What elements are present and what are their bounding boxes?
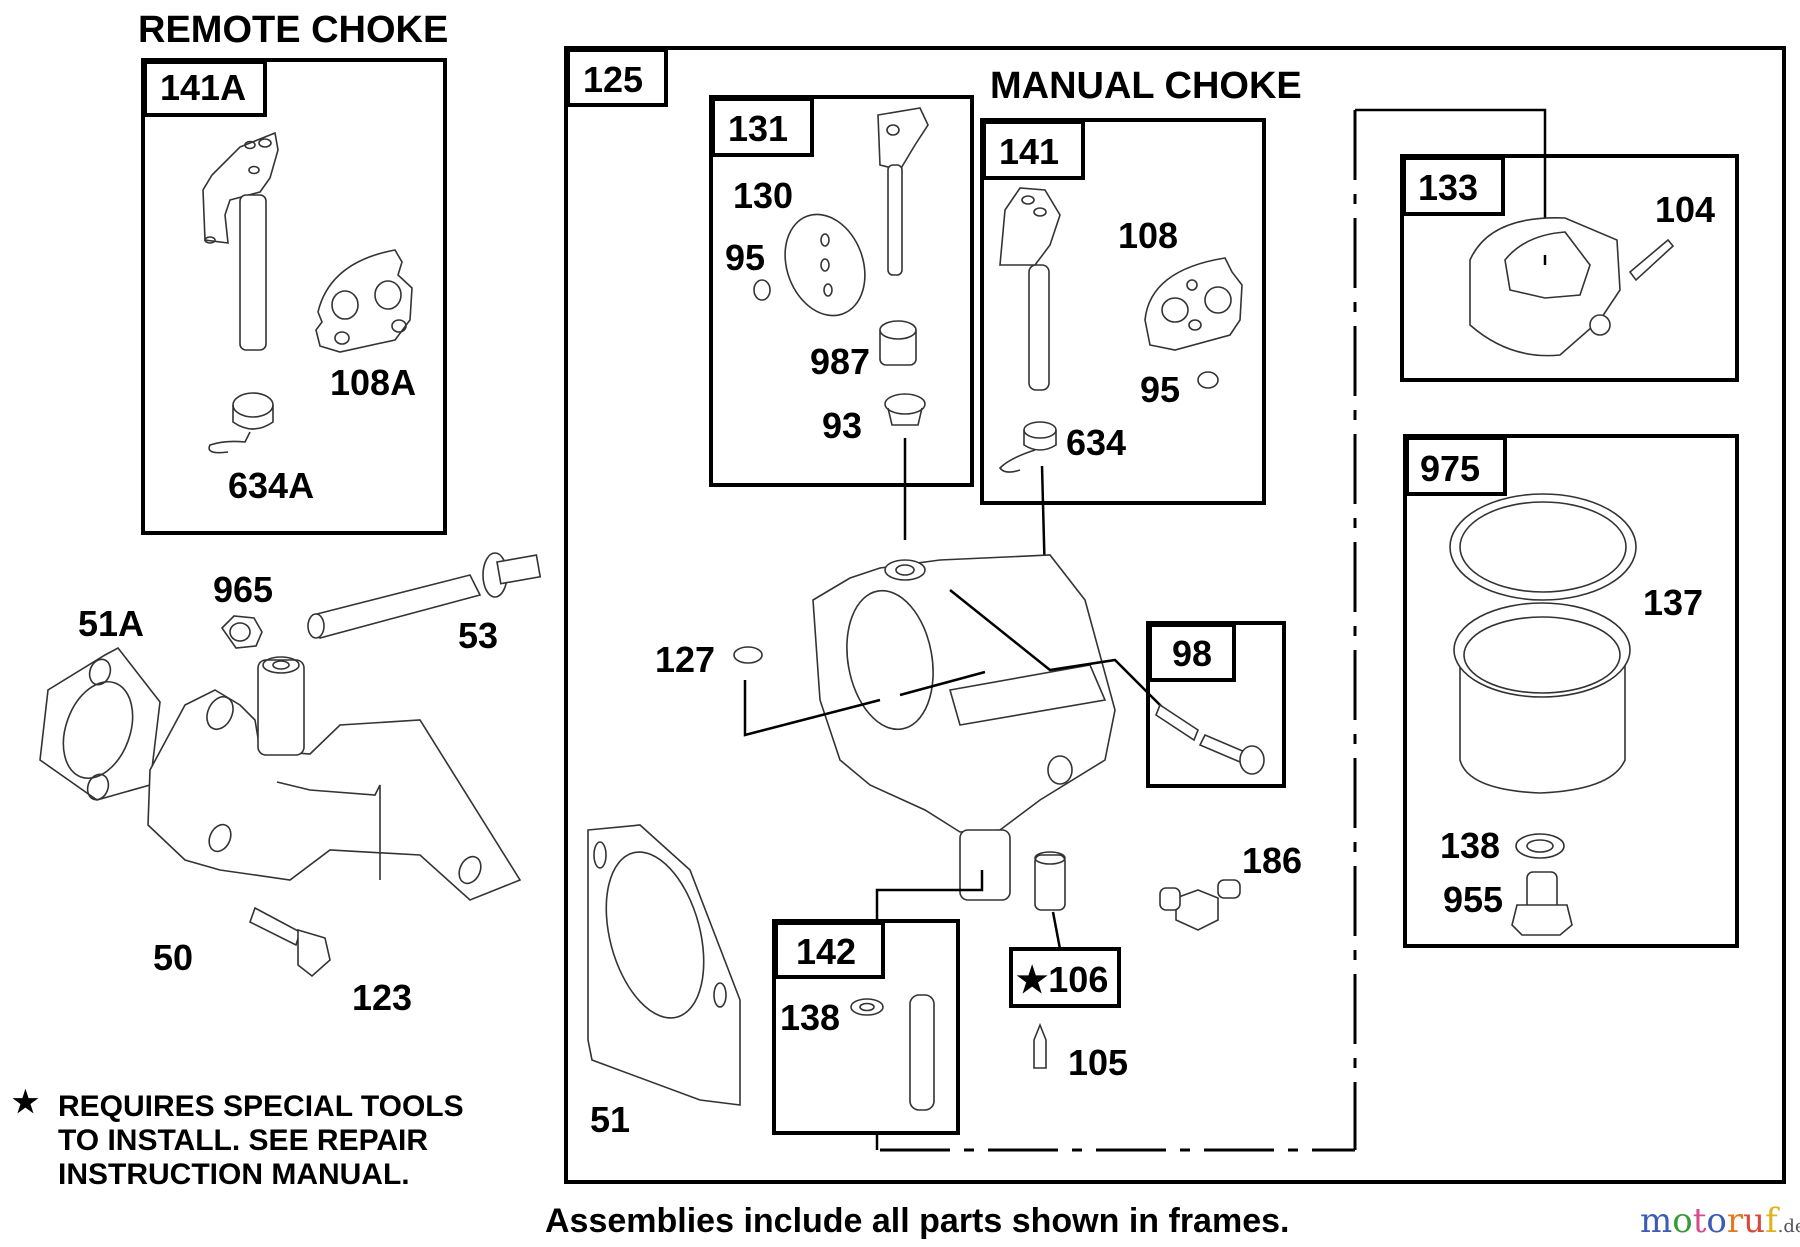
part-label-108A: 108A [330,362,416,403]
manual-choke-title: MANUAL CHOKE [990,65,1302,107]
logo-letter: o [1672,1201,1692,1241]
part-label-93: 93 [822,405,862,446]
elbow-fitting-186-part [1159,879,1241,931]
note-line-1: REQUIRES SPECIAL TOOLS [58,1090,464,1123]
main-jet-106-part [1034,851,1066,911]
logo-text: motoruf.de [1640,1201,1800,1241]
frame-141 [980,118,1266,505]
part-label-105: 105 [1068,1042,1128,1083]
leader-142 [875,870,984,921]
emulsion-tube-142-part [850,994,935,1111]
intake-manifold-50-part [147,656,522,901]
leader-133 [1355,108,1547,255]
frame-141A-label: 141A [160,67,246,108]
leader-106 [1051,911,1062,950]
idle-screw-98-part [1155,703,1265,775]
note-line-3: INSTRUCTION MANUAL. [58,1158,410,1191]
part-label-108: 108 [1118,215,1178,256]
frame-975-label: 975 [1420,448,1480,489]
part-label-104: 104 [1655,189,1715,230]
gasket-51A-part [39,646,161,801]
washer-138-part [1515,833,1565,859]
frame-141A-tag [143,60,267,117]
part-label-51: 51 [590,1099,630,1140]
logo-suffix: .de [1778,1216,1800,1237]
part-label-130: 130 [733,175,793,216]
needle-105-part [1033,1022,1047,1069]
frame-106-label: ★106 [1016,959,1108,1000]
leader-127 [743,670,986,737]
part-label-634A: 634A [228,465,314,506]
nut-965-part [220,615,263,649]
frame-98-tag [1148,623,1236,682]
part-label-50: 50 [153,937,193,978]
part-label-127: 127 [655,639,715,680]
gasket-51-part [587,824,741,1106]
frame-142-tag [774,921,885,979]
frame-125 [564,46,1786,1184]
bushing-987-part [879,320,917,366]
part-label-965: 965 [213,569,273,610]
choke-shaft-141-part [999,187,1061,391]
part-label-634: 634 [1066,422,1126,463]
remote-choke-title: REMOTE CHOKE [138,9,448,51]
logo-letter: f [1765,1201,1780,1241]
carburetor-body-part [812,554,1116,901]
spring-634A-part [208,392,274,454]
motoruf-logo: motoruf.de [1640,1201,1800,1241]
part-label-138-b: 138 [780,997,840,1038]
frame-142-label: 142 [796,931,856,972]
part-label-95-a: 95 [725,237,765,278]
frame-131-tag [711,97,814,157]
choke-plate-130-part [753,213,866,317]
frame-133-label: 133 [1418,167,1478,208]
logo-letter: t [1693,1201,1707,1241]
plug-127-part [733,646,763,664]
seal-93-part [884,393,926,426]
frame-106 [1009,947,1121,1008]
choke-shaft-131-part [877,107,929,276]
part-label-138-a: 138 [1440,825,1500,866]
logo-letter: r [1727,1201,1744,1241]
frame-975 [1403,434,1739,948]
spring-634-part [998,421,1057,473]
star-icon: ★ [12,1086,39,1119]
part-label-123: 123 [352,977,412,1018]
frame-975-tag [1405,436,1507,496]
frame-133-tag [1402,156,1505,216]
choke-plate-108A-part [315,249,413,353]
frame-141A [141,58,447,535]
frame-131-label: 131 [728,108,788,149]
frame-125-label: 125 [583,59,643,100]
part-label-987: 987 [810,341,870,382]
part-label-51A: 51A [78,603,144,644]
screw-95-part [1197,371,1219,389]
part-label-955: 955 [1443,879,1503,920]
part-label-53: 53 [458,615,498,656]
float-bowl-975-part [1453,602,1631,794]
footer-note: Assemblies include all parts shown in fr… [545,1202,1289,1240]
frame-133 [1400,154,1739,382]
frame-141-tag [982,120,1085,180]
choke-shaft-141A-part [202,131,279,351]
frame-131 [709,95,974,487]
fuel-pipe-53-part [307,552,542,639]
logo-letter: u [1743,1201,1765,1241]
logo-letter: m [1640,1201,1672,1241]
bowl-gasket-137-part [1449,493,1637,601]
screw-123-part [249,906,331,978]
frame-125-tag [566,48,668,107]
bowl-nut-955-part [1511,871,1573,936]
choke-plate-108-part [1144,257,1243,351]
frame-98-label: 98 [1172,633,1212,674]
logo-letter: o [1706,1201,1726,1241]
part-label-95-b: 95 [1140,369,1180,410]
float-133-part [1469,217,1675,357]
note-line-2: TO INSTALL. SEE REPAIR [58,1124,428,1157]
part-label-186: 186 [1242,840,1302,881]
frame-141-label: 141 [999,131,1059,172]
part-label-137: 137 [1643,582,1703,623]
